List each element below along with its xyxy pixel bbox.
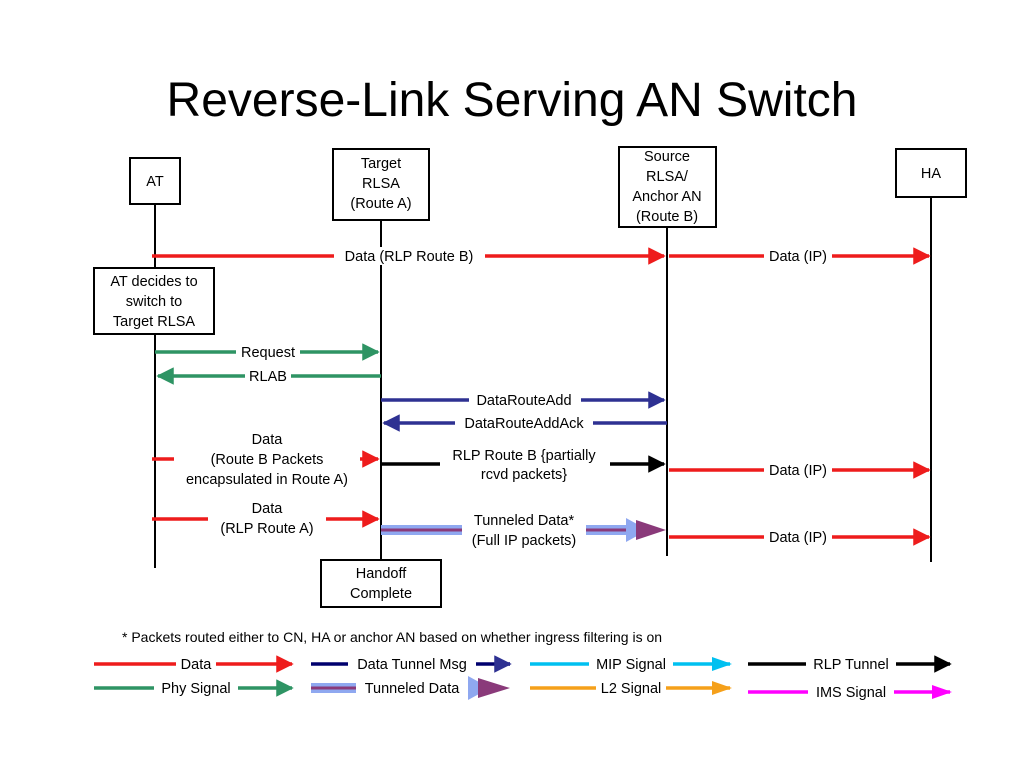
entity-source-rlsa: Source RLSA/ Anchor AN (Route B)	[618, 146, 717, 228]
msg-data-route-add-ack-label: DataRouteAddAck	[464, 416, 584, 432]
page-title: Reverse-Link Serving AN Switch	[167, 74, 858, 127]
legend-l2-signal-label: L2 Signal	[601, 681, 661, 697]
entity-target-rlsa: Target RLSA (Route A)	[332, 148, 430, 221]
legend-ims-signal: IMS Signal	[748, 683, 952, 701]
msg-data-encap-line-1: Data	[252, 432, 284, 448]
entity-ha-label: HA	[921, 166, 941, 182]
msg-data-encap-line-3: encapsulated in Route A)	[186, 472, 348, 488]
entity-source-line-3: Anchor AN	[632, 189, 701, 205]
msg-data-encap-line-2: (Route B Packets	[211, 452, 324, 468]
at-decides-box: AT decides to switch to Target RLSA	[93, 267, 215, 335]
entity-at-label: AT	[146, 174, 164, 190]
msg-rlab: RLAB	[156, 367, 381, 385]
entity-source-line-2: RLSA/	[646, 169, 689, 185]
legend-data-tunnel-msg-label: Data Tunnel Msg	[357, 657, 467, 673]
legend-tunneled-data: Tunneled Data	[311, 676, 510, 700]
msg-tunneled-line-2: (Full IP packets)	[472, 533, 577, 549]
legend-tunneled-data-label: Tunneled Data	[365, 681, 461, 697]
msg-data-rlp-route-b: Data (RLP Route B)	[152, 247, 666, 265]
msg-data-rlp-a-line-1: Data	[252, 501, 284, 517]
msg-data-route-add-ack: DataRouteAddAck	[382, 414, 667, 432]
legend-l2-signal: L2 Signal	[530, 679, 732, 697]
legend-phy-signal-label: Phy Signal	[161, 681, 230, 697]
entity-at: AT	[129, 157, 181, 205]
at-decides-line-3: Target RLSA	[113, 314, 196, 330]
msg-data-ip-2: Data (IP)	[669, 461, 931, 479]
msg-data-rlp-a-line-2: (RLP Route A)	[220, 521, 313, 537]
handoff-line-1: Handoff	[356, 566, 407, 582]
at-decides-line-2: switch to	[126, 294, 182, 310]
legend-data-tunnel-msg: Data Tunnel Msg	[311, 655, 512, 673]
entity-ha: HA	[895, 148, 967, 198]
legend-rlp-tunnel: RLP Tunnel	[748, 655, 952, 673]
msg-data-ip-3-label: Data (IP)	[769, 530, 827, 546]
msg-request-label: Request	[241, 345, 295, 361]
footnote: * Packets routed either to CN, HA or anc…	[122, 629, 662, 645]
entity-target-line-3: (Route A)	[350, 196, 411, 212]
legend-phy-signal: Phy Signal	[94, 679, 294, 697]
msg-data-ip-1-label: Data (IP)	[769, 249, 827, 265]
entity-target-line-2: RLSA	[362, 176, 400, 192]
msg-rlp-route-b-partial: RLP Route B {partially rcvd packets}	[381, 448, 666, 483]
msg-rlp-partial-line-1: RLP Route B {partially	[452, 448, 596, 464]
entity-source-line-1: Source	[644, 149, 690, 165]
entity-target-line-1: Target	[361, 156, 401, 172]
msg-data-ip-3: Data (IP)	[669, 528, 931, 546]
handoff-line-2: Complete	[350, 586, 412, 602]
entity-source-line-4: (Route B)	[636, 209, 698, 225]
msg-data-rlp-route-a: Data (RLP Route A)	[152, 501, 380, 537]
msg-data-ip-2-label: Data (IP)	[769, 463, 827, 479]
legend-ims-signal-label: IMS Signal	[816, 685, 886, 701]
msg-data-route-add: DataRouteAdd	[381, 391, 666, 409]
legend-mip-signal-label: MIP Signal	[596, 657, 666, 673]
msg-data-rlp-route-b-label: Data (RLP Route B)	[345, 249, 474, 265]
msg-data-route-add-label: DataRouteAdd	[476, 393, 571, 409]
msg-rlab-label: RLAB	[249, 369, 287, 385]
msg-rlp-partial-line-2: rcvd packets}	[481, 467, 567, 483]
msg-tunneled-line-1: Tunneled Data*	[474, 513, 575, 529]
msg-data-ip-1: Data (IP)	[669, 247, 931, 265]
legend-data-label: Data	[181, 657, 213, 673]
msg-data-route-b-encapsulated: Data (Route B Packets encapsulated in Ro…	[152, 432, 380, 488]
at-decides-line-1: AT decides to	[110, 274, 197, 290]
handoff-complete-box: Handoff Complete	[320, 559, 442, 608]
msg-request: Request	[155, 343, 380, 361]
legend-data: Data	[94, 655, 294, 673]
msg-tunneled-data: Tunneled Data* (Full IP packets)	[381, 513, 666, 549]
legend-rlp-tunnel-label: RLP Tunnel	[813, 657, 889, 673]
legend-mip-signal: MIP Signal	[530, 655, 732, 673]
